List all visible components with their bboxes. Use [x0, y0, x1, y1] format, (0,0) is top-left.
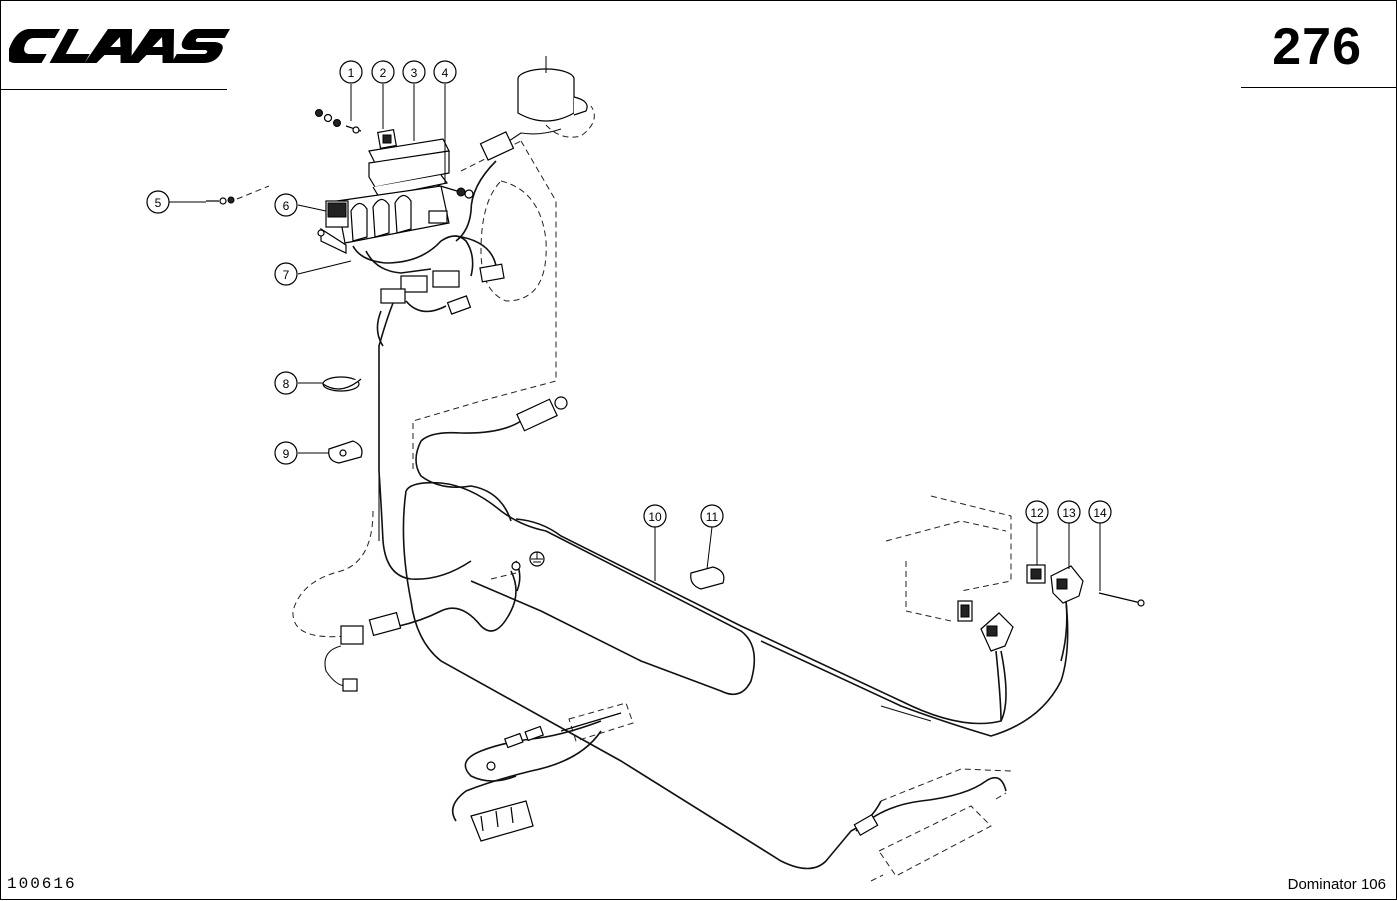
- callout-8[interactable]: 8: [274, 371, 298, 395]
- callout-label: 4: [442, 66, 449, 80]
- right-connectors: [957, 564, 1145, 722]
- callout-label: 8: [283, 377, 290, 391]
- sensor-connector-left: [292, 510, 402, 692]
- clips: [322, 376, 725, 590]
- callout-label: 12: [1030, 506, 1044, 520]
- callout-4[interactable]: 4: [433, 60, 457, 84]
- solenoid-motor: [455, 56, 595, 242]
- callout-label: 13: [1062, 506, 1076, 520]
- callout-label: 11: [706, 510, 719, 524]
- callout-label: 1: [348, 66, 355, 80]
- harness-wires: [352, 235, 1069, 870]
- callout-label: 9: [283, 447, 290, 461]
- callout-11[interactable]: 11: [700, 504, 724, 528]
- lower-connectors: [451, 702, 634, 842]
- page-number: 276: [1272, 18, 1362, 76]
- callout-7[interactable]: 7: [274, 262, 298, 286]
- callout-label: 5: [155, 196, 162, 210]
- callout-5[interactable]: 5: [146, 190, 170, 214]
- header-rule-left: [1, 89, 227, 90]
- callout-13[interactable]: 13: [1057, 500, 1081, 524]
- ground-symbol-icon: [529, 551, 545, 567]
- callout-label: 7: [283, 268, 290, 282]
- callout-6[interactable]: 6: [274, 193, 298, 217]
- callout-1[interactable]: 1: [339, 60, 363, 84]
- header-rule-right: [1241, 87, 1397, 88]
- model-name: Dominator 106: [1287, 876, 1386, 893]
- relay-block: [317, 129, 450, 254]
- callout-label: 10: [648, 510, 662, 524]
- callout-label: 2: [380, 66, 387, 80]
- lower-right-connector: [853, 768, 1012, 882]
- callout-3[interactable]: 3: [402, 60, 426, 84]
- claas-logo: [7, 25, 231, 72]
- callout-9[interactable]: 9: [274, 441, 298, 465]
- callout-label: 6: [283, 199, 290, 213]
- callout-label: 3: [411, 66, 418, 80]
- callout-12[interactable]: 12: [1025, 500, 1049, 524]
- callout-leaders: [169, 84, 1101, 591]
- callout-label: 14: [1093, 506, 1107, 520]
- hardware-washers: [206, 109, 474, 205]
- callout-10[interactable]: 10: [643, 504, 667, 528]
- callout-2[interactable]: 2: [371, 60, 395, 84]
- claas-logo-mark: [7, 29, 231, 63]
- machine-housing-outline: [412, 140, 1012, 622]
- document-code: 100616: [7, 875, 77, 893]
- callout-14[interactable]: 14: [1088, 500, 1112, 524]
